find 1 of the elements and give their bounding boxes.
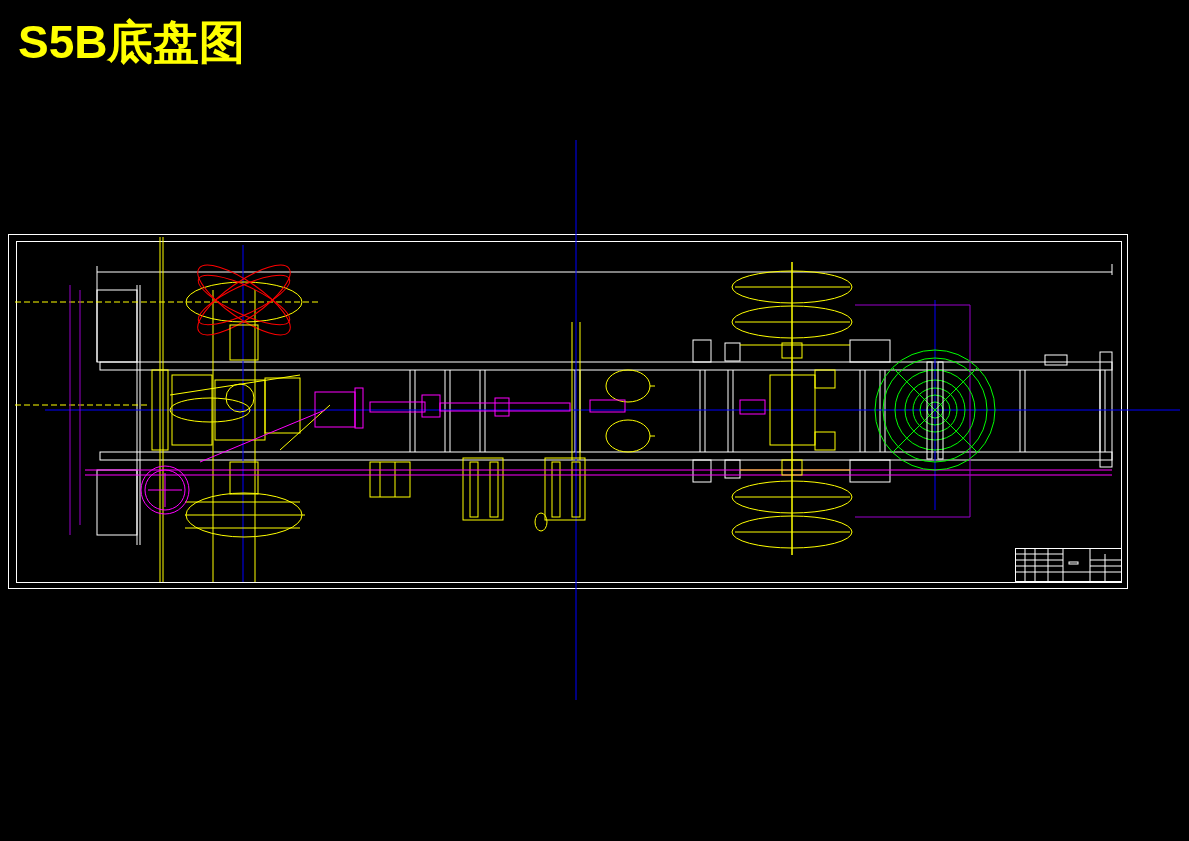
drawing-title: S5B底盘图 <box>18 15 246 70</box>
